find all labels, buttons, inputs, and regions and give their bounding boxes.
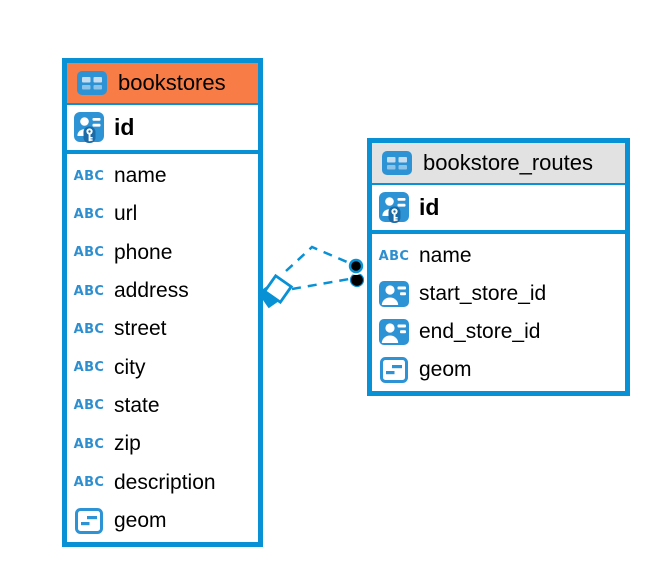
text-icon: ABC xyxy=(72,360,106,375)
table-header[interactable]: bookstore_routes xyxy=(372,143,625,185)
column-phone[interactable]: ABC phone xyxy=(67,234,258,272)
column-name: id xyxy=(419,194,440,220)
dot-marker xyxy=(347,257,365,288)
abc-glyph: ABC xyxy=(73,475,105,491)
text-icon: ABC xyxy=(72,398,106,413)
diamond-marker xyxy=(257,273,294,309)
column-state[interactable]: ABC state xyxy=(67,387,258,425)
primary-key-icon xyxy=(377,192,411,223)
column-start-store-id[interactable]: start_store_id xyxy=(372,275,625,313)
geometry-icon xyxy=(72,507,106,534)
column-name: url xyxy=(114,202,138,226)
text-icon: ABC xyxy=(72,284,106,299)
abc-glyph: ABC xyxy=(73,398,105,414)
table-title: bookstore_routes xyxy=(423,150,593,175)
text-icon: ABC xyxy=(72,169,106,184)
entity-bookstores[interactable]: bookstores id ABC name xyxy=(62,58,263,547)
column-end-store-id[interactable]: end_store_id xyxy=(372,313,625,351)
table-title: bookstores xyxy=(118,70,226,95)
text-icon: ABC xyxy=(72,437,106,452)
column-id[interactable]: id xyxy=(372,185,625,234)
column-name: street xyxy=(114,317,167,341)
column-name[interactable]: ABC name xyxy=(372,237,625,275)
abc-glyph: ABC xyxy=(378,248,410,264)
abc-glyph: ABC xyxy=(73,245,105,261)
column-name: start_store_id xyxy=(419,282,547,305)
column-geom[interactable]: geom xyxy=(372,351,625,389)
foreign-key-icon xyxy=(377,319,411,345)
abc-glyph: ABC xyxy=(73,436,105,452)
columns-list: ABC name ABC url ABC phone ABC address A… xyxy=(67,154,258,542)
text-icon: ABC xyxy=(72,207,106,222)
table-header[interactable]: bookstores xyxy=(67,63,258,105)
column-name: description xyxy=(114,470,216,494)
column-name: geom xyxy=(114,508,167,532)
column-name: name xyxy=(114,164,167,188)
columns-list: ABC name start_store_id xyxy=(372,234,625,391)
primary-key-icon xyxy=(72,112,106,143)
table-icon xyxy=(380,151,414,175)
column-name: address xyxy=(114,279,189,303)
abc-glyph: ABC xyxy=(73,206,105,222)
relationship-line-lower[interactable] xyxy=(291,276,356,291)
table-icon xyxy=(75,71,109,95)
column-name[interactable]: ABC name xyxy=(67,157,258,195)
column-name: city xyxy=(114,355,146,379)
text-icon: ABC xyxy=(377,249,411,264)
foreign-key-icon xyxy=(377,281,411,307)
column-name: name xyxy=(419,244,472,267)
column-name: phone xyxy=(114,240,173,264)
relationship-line-upper[interactable] xyxy=(285,245,355,272)
text-icon: ABC xyxy=(72,322,106,337)
abc-glyph: ABC xyxy=(73,321,105,337)
column-description[interactable]: ABC description xyxy=(67,463,258,501)
entity-bookstore-routes[interactable]: bookstore_routes id ABC name xyxy=(367,138,630,396)
column-name: geom xyxy=(419,358,472,381)
column-city[interactable]: ABC city xyxy=(67,348,258,386)
text-icon: ABC xyxy=(72,245,106,260)
abc-glyph: ABC xyxy=(73,360,105,376)
geometry-icon xyxy=(377,357,411,383)
abc-glyph: ABC xyxy=(73,168,105,184)
column-name: end_store_id xyxy=(419,320,541,343)
column-address[interactable]: ABC address xyxy=(67,272,258,310)
column-geom[interactable]: geom xyxy=(67,502,258,540)
relationship-connector[interactable] xyxy=(257,245,365,309)
column-name: state xyxy=(114,393,160,417)
column-url[interactable]: ABC url xyxy=(67,195,258,233)
column-street[interactable]: ABC street xyxy=(67,310,258,348)
column-name: id xyxy=(114,114,135,140)
abc-glyph: ABC xyxy=(73,283,105,299)
column-id[interactable]: id xyxy=(67,105,258,154)
column-zip[interactable]: ABC zip xyxy=(67,425,258,463)
text-icon: ABC xyxy=(72,475,106,490)
column-name: zip xyxy=(114,432,141,456)
